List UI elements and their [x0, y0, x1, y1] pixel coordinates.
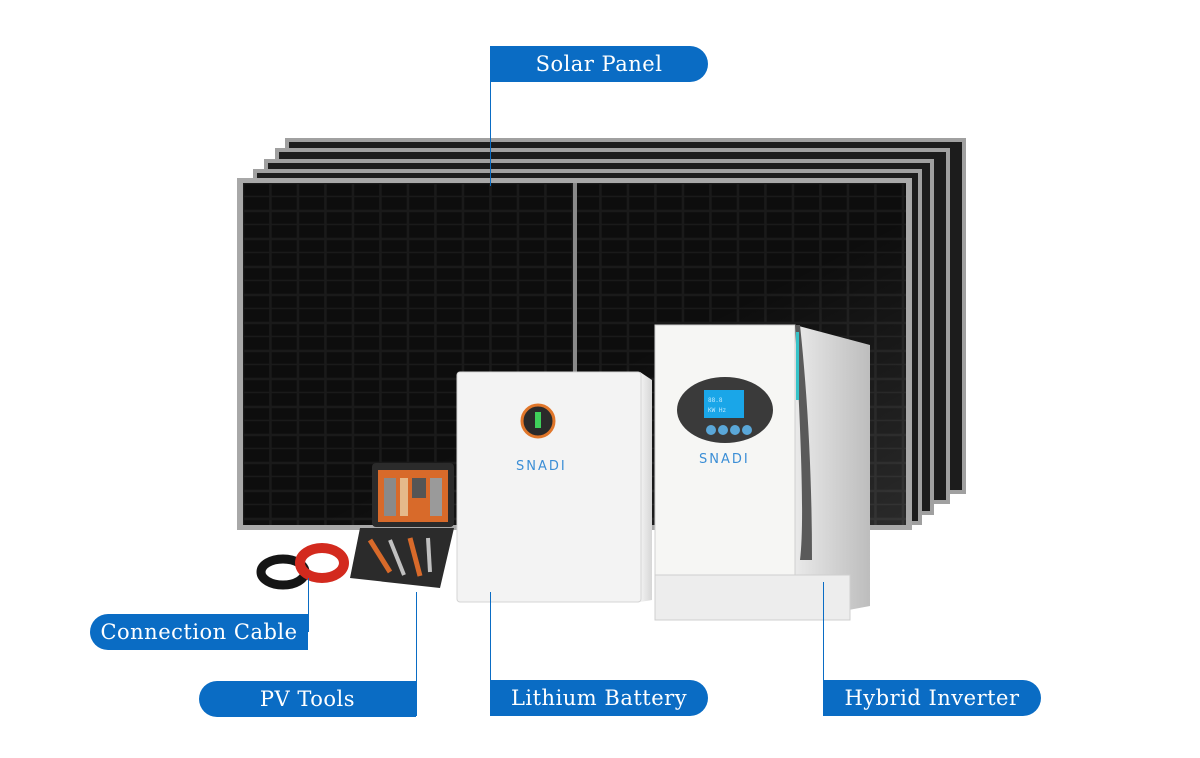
- svg-text:KW Hz: KW Hz: [708, 407, 726, 414]
- hybrid-inverter-device: 88.8 KW Hz SNADI: [654, 324, 870, 621]
- svg-text:88.8: 88.8: [708, 397, 723, 404]
- pv-tools-label-text: PV Tools: [259, 687, 356, 711]
- connection-cable-label-text: Connection Cable: [100, 620, 298, 644]
- hybrid-inverter-label: Hybrid Inverter: [823, 680, 1041, 716]
- pv-tools-leader: [416, 592, 417, 716]
- lithium-battery-label-text: Lithium Battery: [510, 686, 688, 710]
- pv-tools-case: [350, 463, 454, 588]
- connection-cable-leader: [308, 578, 309, 632]
- solar-panel-label: Solar Panel: [490, 46, 708, 82]
- connection-cable-label: Connection Cable: [90, 614, 308, 650]
- hybrid-inverter-label-text: Hybrid Inverter: [844, 686, 1020, 710]
- solar-panel-leader: [490, 46, 491, 186]
- inverter-brand-text: SNADI: [699, 452, 750, 467]
- solar-panel-label-text: Solar Panel: [535, 52, 663, 76]
- lithium-battery-label: Lithium Battery: [490, 680, 708, 716]
- pv-tools-label: PV Tools: [199, 681, 416, 717]
- connection-cable-coils: [256, 543, 349, 590]
- hybrid-inverter-leader: [823, 582, 824, 716]
- battery-brand-text: SNADI: [516, 459, 567, 474]
- lithium-battery-leader: [490, 592, 491, 716]
- lithium-battery-device: SNADI: [456, 371, 652, 603]
